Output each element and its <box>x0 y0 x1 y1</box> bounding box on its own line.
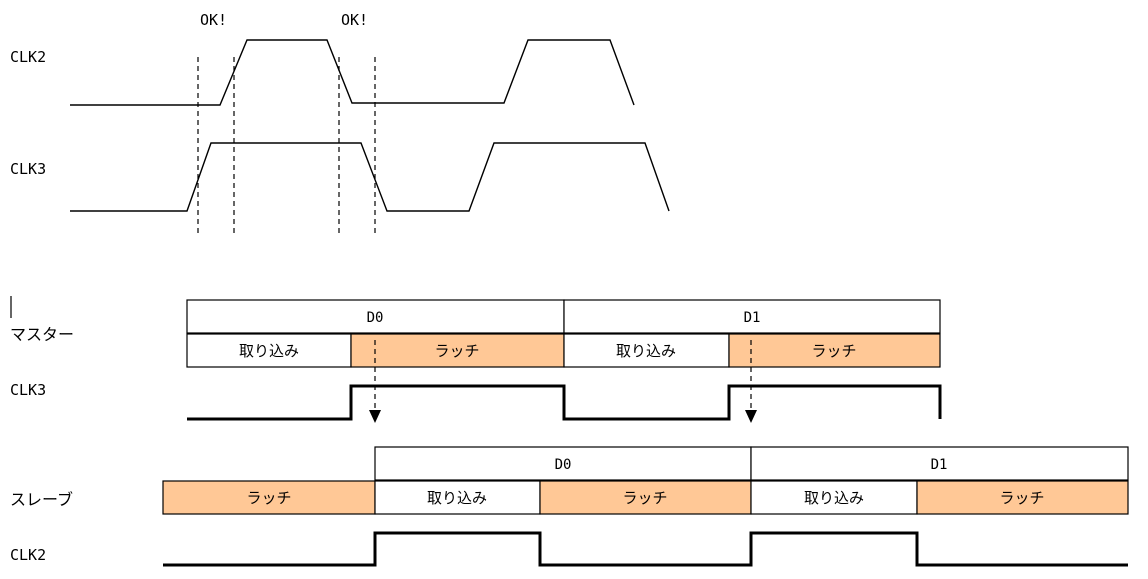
slave-clk-label: CLK2 <box>10 546 46 564</box>
capture-arrow-2-head <box>745 410 757 423</box>
master-clk-label: CLK3 <box>10 381 46 399</box>
slave-label: スレーブ <box>10 490 73 509</box>
slave-d1-label: D1 <box>931 457 948 473</box>
master-latch-label-2: ラッチ <box>811 342 856 360</box>
slave-capture-label-2: 取り込み <box>804 489 864 507</box>
master-d1-label: D1 <box>744 310 761 326</box>
capture-arrow-1-head <box>369 410 381 423</box>
slave-d0-cell <box>374 446 752 481</box>
clk2-waveform <box>70 39 635 106</box>
ok-label-left: OK! <box>200 11 227 29</box>
slave-d0-label: D0 <box>555 457 572 473</box>
clk2-signal-label: CLK2 <box>10 48 46 66</box>
slave-latch-label-1: ラッチ <box>246 489 291 507</box>
clk3-signal-label: CLK3 <box>10 160 46 178</box>
slave-latch-label-2: ラッチ <box>622 489 667 507</box>
slave-latch-cell-3 <box>916 480 1129 515</box>
master-capture-label-1: 取り込み <box>239 342 299 360</box>
master-d0-cell <box>186 299 565 334</box>
master-label: マスター <box>10 325 74 344</box>
clk3-waveform <box>70 142 670 212</box>
slave-d1-cell <box>750 446 1129 481</box>
master-latch-cell-2 <box>728 333 941 368</box>
slave-latch-cell-1 <box>162 480 376 515</box>
slave-clk2-waveform <box>163 531 1128 567</box>
master-d0-label: D0 <box>367 310 384 326</box>
master-clk3-waveform <box>187 384 942 421</box>
slave-latch-label-3: ラッチ <box>999 489 1044 507</box>
master-capture-cell-1 <box>186 333 352 368</box>
master-latch-label-1: ラッチ <box>434 342 479 360</box>
master-capture-label-2: 取り込み <box>616 342 676 360</box>
slave-capture-label-1: 取り込み <box>427 489 487 507</box>
slave-latch-cell-2 <box>539 480 752 515</box>
ok-label-right: OK! <box>341 11 368 29</box>
master-d1-cell <box>563 299 941 334</box>
